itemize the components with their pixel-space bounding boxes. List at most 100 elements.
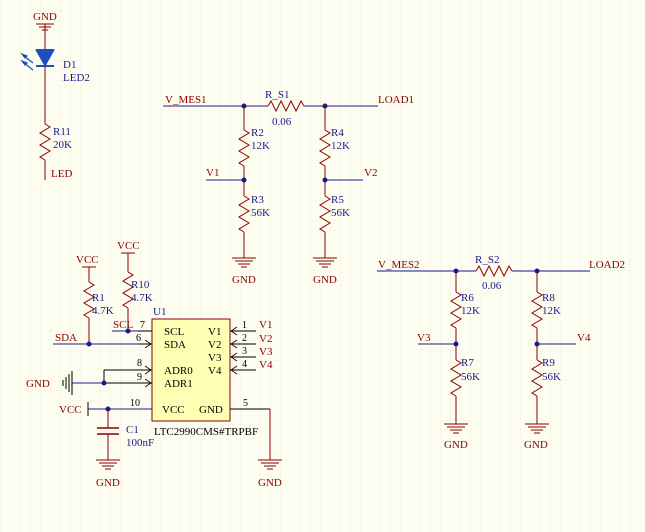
r4-designator: R4 (331, 127, 344, 139)
svg-text:8: 8 (137, 358, 142, 369)
vmes2-net-label: V_MES2 (378, 259, 420, 271)
r2-resistor (238, 129, 250, 167)
junction-dot (86, 341, 92, 347)
svg-text:ADR0: ADR0 (164, 365, 193, 377)
gnd-label: GND (33, 11, 57, 23)
r8-designator: R8 (542, 292, 555, 304)
r11-value: 20K (53, 139, 72, 151)
svg-text:SCL: SCL (164, 326, 184, 338)
capacitor-c1[interactable]: C1 100nF GND (96, 406, 154, 490)
svg-text:1: 1 (242, 320, 247, 331)
svg-text:4: 4 (242, 359, 247, 370)
svg-text:SDA: SDA (164, 339, 186, 351)
svg-text:V1: V1 (259, 319, 272, 331)
r4-resistor (319, 129, 331, 167)
ground-symbol (258, 459, 282, 470)
r11-designator: R11 (53, 126, 71, 138)
svg-text:6: 6 (136, 333, 141, 344)
sda-net-label: SDA (55, 332, 77, 344)
svg-text:V1: V1 (208, 326, 221, 338)
pin-v2: 2 V2 V2 (208, 333, 272, 351)
r6-designator: R6 (461, 292, 474, 304)
svg-text:2: 2 (242, 333, 247, 344)
r4-value: 12K (331, 140, 350, 152)
c1-value: 100nF (126, 437, 154, 449)
rs1-designator: R_S1 (265, 89, 289, 101)
led-net-label: LED (51, 168, 72, 180)
gnd-label: GND (313, 274, 337, 286)
sense-circuit-2[interactable]: V_MES2 LOAD2 R_S2 0.06 R6 12K V3 R7 56K … (377, 254, 625, 451)
svg-text:V4: V4 (208, 365, 222, 377)
r10-resistor (122, 271, 134, 309)
r10-designator: R10 (131, 279, 150, 291)
ground-symbol (525, 423, 549, 434)
r2-designator: R2 (251, 127, 264, 139)
pin-scl: 7 SCL (138, 320, 184, 338)
rs1-value: 0.06 (272, 116, 292, 128)
r5-value: 56K (331, 207, 350, 219)
svg-text:9: 9 (137, 372, 142, 383)
svg-text:V4: V4 (259, 359, 273, 371)
ground-symbol (232, 257, 256, 268)
v2-net-label: V2 (364, 167, 377, 179)
load2-net-label: LOAD2 (589, 259, 625, 271)
led-designator: D1 (63, 59, 76, 71)
svg-text:V3: V3 (259, 346, 273, 358)
ground-symbol-led (36, 23, 54, 36)
shunt-resistor-rs2 (475, 264, 513, 278)
r8-value: 12K (542, 305, 561, 317)
gnd-label: GND (26, 378, 50, 390)
pin-v1: 1 V1 V1 (208, 319, 272, 338)
vmes1-net-label: V_MES1 (165, 94, 207, 106)
r9-resistor (531, 359, 543, 397)
r5-designator: R5 (331, 194, 344, 206)
v3-net-label: V3 (417, 332, 431, 344)
ic-u1[interactable]: U1 LTC2990CMS#TRPBF 7 SCL 6 SDA 8 ADR0 9… (26, 306, 282, 489)
r6-resistor (450, 291, 462, 329)
r2-value: 12K (251, 140, 270, 152)
svg-text:7: 7 (140, 320, 145, 331)
vcc-label: VCC (117, 240, 140, 252)
pin-sda: 6 SDA (136, 333, 186, 351)
r7-designator: R7 (461, 357, 474, 369)
i2c-pullups[interactable]: VCC R1 4.7K VCC R10 4.7K SDA SCL (53, 240, 153, 347)
r7-resistor (450, 359, 462, 397)
svg-text:V2: V2 (259, 333, 272, 345)
junction-dot (125, 328, 131, 334)
shunt-resistor-rs1 (267, 99, 305, 113)
r1-value: 4.7K (92, 305, 114, 317)
pin-vcc: 10 VCC (88, 398, 185, 416)
pin-gnd: 5 GND (199, 398, 270, 416)
r6-value: 12K (461, 305, 480, 317)
svg-text:ADR1: ADR1 (164, 378, 193, 390)
ground-symbol-horizontal (62, 371, 73, 395)
r9-value: 56K (542, 371, 561, 383)
vcc-label: VCC (59, 404, 82, 416)
svg-text:3: 3 (242, 346, 247, 357)
r3-resistor (238, 195, 250, 233)
ground-symbol (96, 459, 120, 470)
sense-circuit-1[interactable]: V_MES1 LOAD1 R_S1 0.06 R2 12K V1 R3 56K … (163, 89, 414, 286)
ground-symbol (313, 257, 337, 268)
svg-text:V2: V2 (208, 339, 221, 351)
r3-value: 56K (251, 207, 270, 219)
gnd-label: GND (258, 477, 282, 489)
svg-text:GND: GND (199, 404, 223, 416)
ic-designator: U1 (153, 306, 166, 318)
r1-resistor (83, 281, 95, 319)
gnd-label: GND (444, 439, 468, 451)
r5-resistor (319, 195, 331, 233)
gnd-label: GND (524, 439, 548, 451)
pin-v4: 4 V4 V4 (208, 359, 273, 377)
scl-net-label: SCL (113, 319, 133, 331)
r11-resistor (39, 123, 51, 161)
r3-designator: R3 (251, 194, 264, 206)
r10-value: 4.7K (131, 292, 153, 304)
pin-v3: 3 V3 V3 (208, 346, 273, 364)
r1-designator: R1 (92, 292, 105, 304)
pin-adr0: 8 ADR0 (104, 358, 193, 377)
led-circuit[interactable]: GND D1 LED2 R11 20K LED (20, 11, 90, 180)
r8-resistor (531, 291, 543, 329)
r9-designator: R9 (542, 357, 555, 369)
